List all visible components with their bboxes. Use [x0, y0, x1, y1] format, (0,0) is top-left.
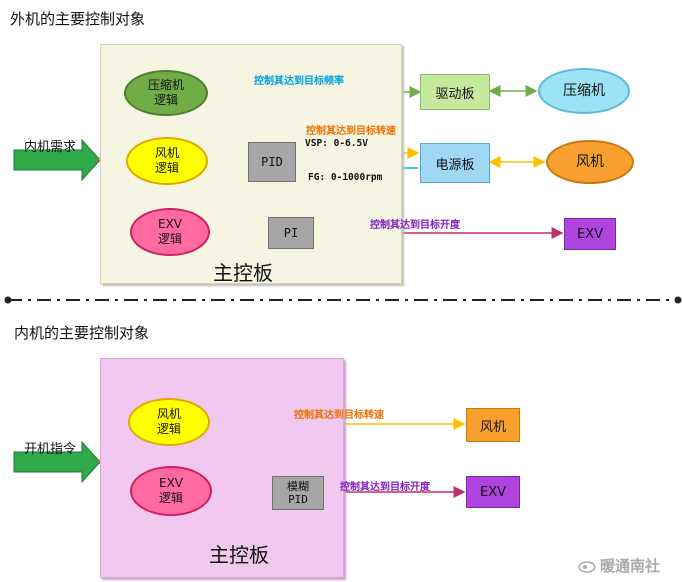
indoor-exv-logic-node: EXV 逻辑 — [130, 466, 212, 516]
indoor-board-label: 主控板 — [209, 543, 269, 567]
indoor-exv-logic-line2: 逻辑 — [158, 491, 183, 505]
note-target-frequency: 控制其达到目标频率 — [254, 76, 344, 87]
note-target-opening-outdoor: 控制其达到目标开度 — [370, 220, 460, 231]
indoor-section-title: 内机的主要控制对象 — [14, 324, 150, 342]
indoor-fan-logic-node: 风机 逻辑 — [128, 398, 210, 446]
outdoor-input-label: 内机需求 — [24, 140, 77, 155]
exv-logic-node: EXV 逻辑 — [130, 208, 210, 256]
watermark-text: 暖通南社 — [600, 557, 661, 575]
note-target-speed-outdoor: 控制其达到目标转速 — [306, 126, 396, 137]
power-board-box: 电源板 — [420, 143, 490, 183]
fuzzy-pid-box: 模糊 PID — [272, 476, 324, 510]
fuzzy-pid-line1: 模糊 — [287, 480, 309, 493]
exv-box-outdoor: EXV — [564, 218, 616, 250]
compressor-logic-node: 压缩机 逻辑 — [124, 70, 208, 116]
fuzzy-pid-line2: PID — [288, 493, 308, 506]
indoor-exv-logic-line1: EXV — [158, 476, 183, 490]
indoor-fan-logic-line1: 风机 — [156, 407, 181, 421]
indoor-input-label: 开机指令 — [24, 442, 77, 457]
indoor-fan-logic-line2: 逻辑 — [156, 422, 181, 436]
outdoor-board-label: 主控板 — [213, 261, 273, 285]
fan-logic-line2: 逻辑 — [154, 161, 179, 175]
fan-logic-node: 风机 逻辑 — [126, 137, 208, 185]
outdoor-section-title: 外机的主要控制对象 — [10, 10, 146, 28]
drive-board-box: 驱动板 — [420, 74, 490, 110]
input-arrow-outdoor — [13, 138, 101, 182]
fan-logic-line1: 风机 — [154, 146, 179, 160]
vsp-label: VSP: 0-6.5V — [305, 138, 368, 149]
compressor-logic-line1: 压缩机 — [147, 78, 184, 92]
compressor-logic-line2: 逻辑 — [153, 93, 178, 107]
watermark-logo-icon — [578, 558, 596, 573]
note-target-speed-indoor: 控制其达到目标转速 — [294, 410, 384, 421]
indoor-fan-box: 风机 — [466, 408, 520, 442]
note-target-opening-indoor: 控制其达到目标开度 — [340, 482, 430, 493]
exv-logic-line1: EXV — [157, 217, 182, 231]
indoor-exv-box: EXV — [466, 476, 520, 508]
compressor-node: 压缩机 — [538, 68, 630, 114]
fan-node: 风机 — [546, 140, 634, 184]
pi-box: PI — [268, 217, 314, 249]
input-arrow-indoor — [13, 440, 101, 484]
indoor-main-board: 主控板 — [100, 358, 344, 578]
exv-logic-line2: 逻辑 — [157, 232, 182, 246]
pid-box: PID — [248, 142, 296, 182]
fg-label: FG: 0-1000rpm — [308, 172, 383, 183]
